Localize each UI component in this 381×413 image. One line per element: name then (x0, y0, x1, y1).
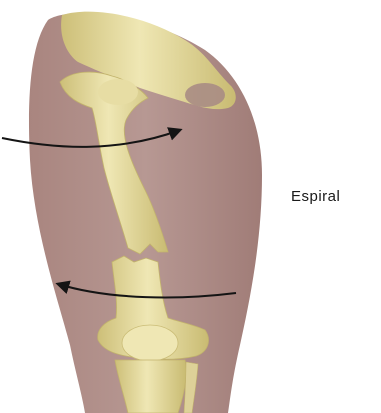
hip-socket (185, 83, 225, 107)
patella (122, 325, 178, 361)
fracture-type-label: Espiral (291, 188, 340, 205)
trochanter (98, 79, 138, 105)
